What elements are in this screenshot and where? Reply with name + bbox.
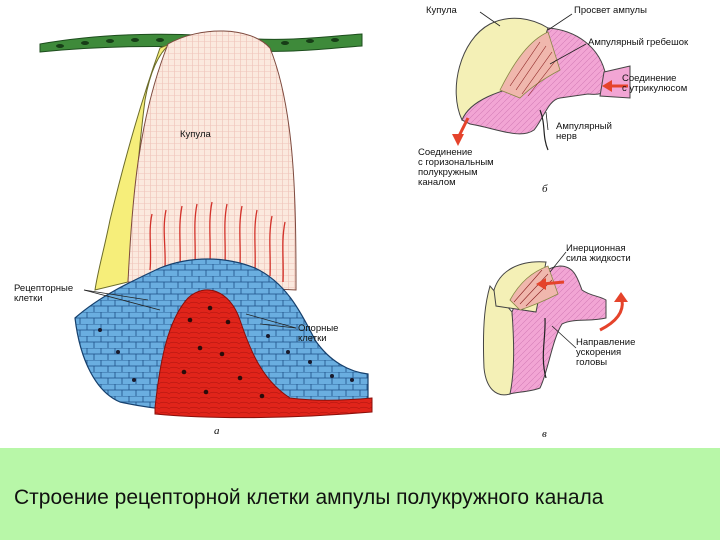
label-canal-connection: Соединение с горизональным полукружным к…: [418, 148, 494, 188]
label-cupula-a: Купула: [180, 130, 211, 140]
label-utricle-connection: Соединение с утрикулюсом: [622, 74, 687, 94]
panel-c-illustration: [483, 252, 628, 395]
label-ampullary-crest: Ампулярный гребешок: [588, 38, 688, 48]
panel-letter-a: а: [214, 425, 220, 437]
slide-caption: Строение рецепторной клетки ампулы полук…: [14, 486, 603, 510]
figure-drawing: [0, 0, 720, 448]
panel-letter-c: в: [542, 428, 547, 440]
panel-letter-b: б: [542, 183, 548, 195]
label-ampulla-lumen: Просвет ампулы: [574, 6, 647, 16]
label-receptor-cells: Рецепторные клетки: [14, 284, 73, 304]
panel-a-illustration: [40, 31, 372, 418]
label-ampullary-nerve: Ампулярный нерв: [556, 122, 612, 142]
label-cupula-b: Купула: [426, 6, 457, 16]
label-head-acceleration: Направление ускорения головы: [576, 338, 635, 368]
label-inertia-force: Инерционная сила жидкости: [566, 244, 631, 264]
label-supporting-cells: Опорные клетки: [298, 324, 338, 344]
